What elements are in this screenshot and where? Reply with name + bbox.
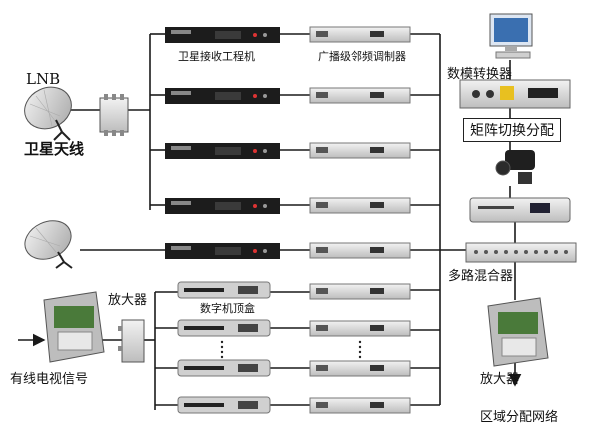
set-top-boxes (177, 281, 271, 414)
splitter-icon (99, 94, 129, 136)
multiplexer-label: 多路混合器 (448, 269, 514, 284)
amplifier-left-icon (43, 291, 105, 363)
satellite-dish-2-icon (24, 220, 73, 269)
modulators (309, 26, 411, 414)
cable-tv-signal-label: 有线电视信号 (10, 372, 89, 387)
amplifier-right-icon (487, 297, 549, 367)
set-top-box-label: 数字机顶盒 (200, 302, 255, 315)
area-network-label: 区域分配网络 (480, 410, 559, 425)
ellipsis-dots-stb (220, 340, 224, 359)
matrix-switcher-label: 矩阵切换分配 (463, 118, 561, 142)
satellite-antenna-label: 卫星天线 (24, 140, 85, 158)
lnb-label: LNB (26, 70, 61, 88)
stb-splitter-icon (118, 319, 145, 363)
camcorder-icon (495, 150, 535, 184)
amplifier-right-label: 放大器 (480, 372, 520, 387)
ad-converter-icon (459, 79, 571, 109)
dvd-player-icon (469, 197, 571, 223)
multiplexer-icon (465, 242, 577, 263)
broadcast-modulator-label: 广播级邻频调制器 (318, 50, 406, 63)
ad-converter-label: 数模转换器 (447, 67, 513, 82)
satellite-receiver-label: 卫星接收工程机 (178, 50, 255, 63)
computer-icon (489, 13, 533, 59)
amplifier-left-label: 放大器 (108, 293, 148, 308)
satellite-dish-icon (24, 86, 72, 141)
ellipsis-dots-modulators (358, 340, 362, 359)
satellite-receivers (165, 27, 280, 259)
